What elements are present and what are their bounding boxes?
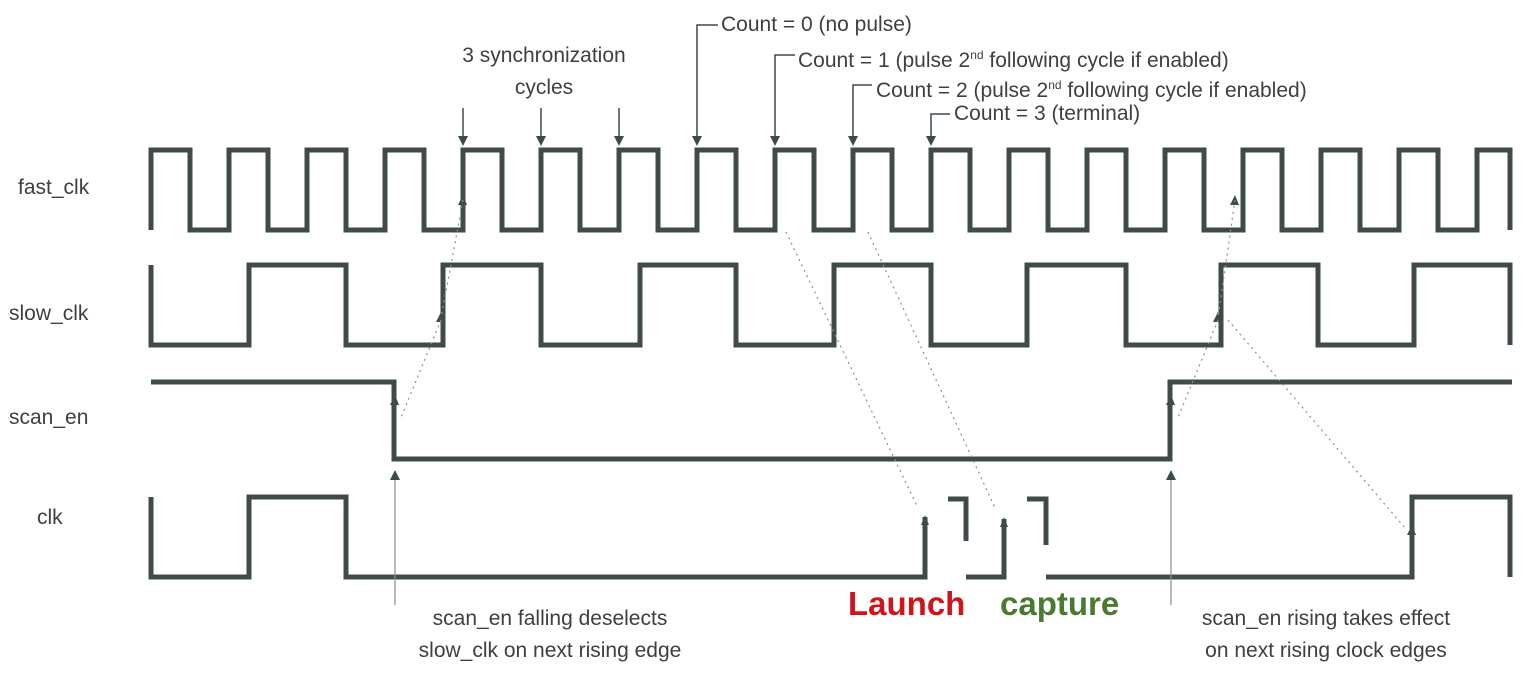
falling-line1: scan_en falling deselects — [432, 607, 668, 630]
count-2-text-post: following cycle if enabled) — [1061, 79, 1307, 102]
count-3-annotation: Count = 3 (terminal) — [954, 102, 1141, 125]
capture-label: capture — [1000, 585, 1120, 622]
rising-line2: on next rising clock edges — [1205, 639, 1447, 662]
count-2-sup: nd — [1048, 78, 1062, 92]
scan-en-falling-annotation: scan_en falling deselects slow_clk on ne… — [372, 607, 728, 663]
count-0-annotation: Count = 0 (no pulse) — [721, 13, 912, 36]
edge-marker — [1000, 517, 1008, 527]
sync-arrows — [458, 108, 624, 146]
sync-cycles-line2: cycles — [514, 76, 574, 99]
count-1-text: Count = 1 (pulse 2 — [798, 49, 971, 72]
edge-marker — [390, 395, 399, 405]
edge-marker — [1407, 525, 1416, 535]
edge-marker — [921, 515, 929, 525]
signal-label-scan-en: scan_en — [9, 406, 89, 429]
scan-en-pointer-arrows — [390, 470, 1176, 605]
sync-cycles-annotation: 3 synchronization cycles — [438, 44, 650, 100]
count-2-text: Count = 2 (pulse 2 — [876, 79, 1049, 102]
falling-line2: slow_clk on next rising edge — [418, 639, 682, 662]
guide-lines — [399, 199, 1406, 529]
edge-marker — [1166, 395, 1175, 405]
signal-label-fast-clk: fast_clk — [18, 176, 90, 199]
signal-label-clk: clk — [37, 506, 63, 529]
count-1-sup: nd — [970, 48, 984, 62]
count-arrows — [692, 24, 950, 146]
scan-en-rising-annotation: scan_en rising takes effect on next risi… — [1156, 607, 1496, 663]
count-1-text-post: following cycle if enabled) — [983, 49, 1229, 72]
fast-clk-waveform — [148, 147, 1513, 233]
edge-marker — [436, 312, 445, 322]
count-1-annotation: Count = 1 (pulse 2nd following cycle if … — [798, 43, 1229, 73]
count-2-annotation: Count = 2 (pulse 2nd following cycle if … — [876, 73, 1307, 103]
signal-label-slow-clk: slow_clk — [9, 302, 89, 325]
clk-launch-pulse — [948, 496, 1007, 580]
edge-marker — [1213, 312, 1222, 322]
sync-cycles-line1: 3 synchronization — [462, 44, 626, 67]
clk-capture-pulse — [1027, 494, 1513, 580]
rising-line1: scan_en rising takes effect — [1201, 607, 1451, 630]
launch-label: Launch — [848, 585, 966, 622]
slow-clk-waveform — [148, 262, 1513, 348]
scan-en-waveform — [151, 379, 1512, 462]
clk-waveform-segment-1 — [148, 494, 928, 580]
